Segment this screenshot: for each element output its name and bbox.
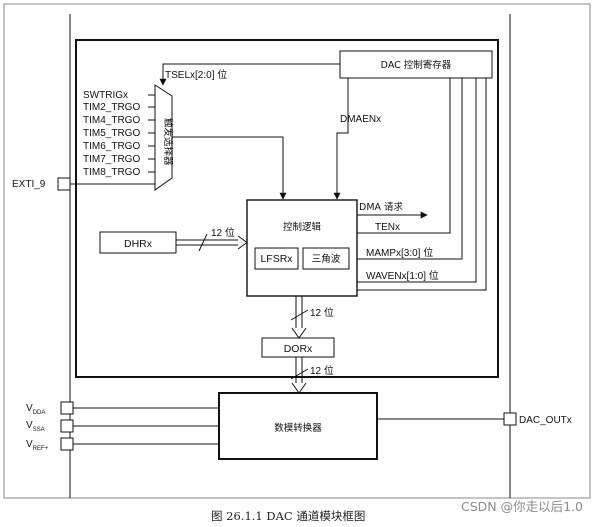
dmaen-label: DMAENx	[340, 114, 381, 125]
tsel-arrow	[159, 63, 340, 86]
dhr-bus-slash	[198, 233, 208, 252]
trigger-inputs: SWTRIGx TIM2_TRGO TIM4_TRGO TIM5_TRGO TI…	[83, 90, 155, 178]
lfsr-box	[254, 247, 299, 270]
dhr-label: DHRx	[124, 238, 153, 250]
triangle-box	[302, 247, 350, 270]
trigger-tim6: TIM6_TRGO	[83, 141, 140, 152]
vssa-pin	[60, 419, 74, 433]
lfsr-label: LFSRx	[260, 253, 293, 265]
dhr-bits-label: 12 位	[211, 226, 235, 239]
mamp-line	[357, 78, 463, 260]
supply-pins: VDDA VSSA VREF+	[26, 401, 219, 452]
mid-bus-slash	[290, 309, 309, 321]
tsel-label: TSELx[2:0] 位	[165, 68, 227, 81]
trigger-tim4: TIM4_TRGO	[83, 115, 140, 126]
dhr-bus-arrowhead	[237, 235, 248, 250]
waven-label: WAVENx[1:0] 位	[366, 269, 439, 282]
dac-out-pin	[503, 412, 517, 426]
dma-request-label: DMA 请求	[359, 201, 404, 213]
dor-box	[261, 337, 335, 358]
waven-line-2	[357, 78, 487, 291]
dmaen-arrow	[333, 78, 349, 200]
converter-label: 数模转换器	[274, 422, 322, 434]
dor-label: DORx	[284, 343, 313, 355]
vssa-label: VSSA	[26, 420, 45, 433]
dac-out-label: DAC_OUTx	[519, 415, 572, 426]
dac-channel-block	[75, 39, 499, 378]
vdda-pin	[60, 401, 74, 415]
watermark: CSDN @你走以后1.0	[461, 499, 583, 514]
exti-label: EXTI_9	[12, 179, 46, 190]
mid-bus-arrowhead	[291, 327, 307, 339]
outer-frame	[3, 3, 591, 499]
dor-bus-arrowhead	[291, 382, 307, 394]
triangle-label: 三角波	[312, 253, 341, 265]
vdda-label: VDDA	[26, 403, 45, 416]
ten-line	[357, 78, 451, 234]
ten-label: TENx	[375, 222, 400, 233]
exti-pin	[57, 177, 71, 191]
trigger-tim2: TIM2_TRGO	[83, 102, 140, 113]
trigger-tim7: TIM7_TRGO	[83, 154, 140, 165]
dor-bits-label: 12 位	[310, 364, 334, 377]
trigger-tim5: TIM5_TRGO	[83, 128, 140, 139]
mux-label: 触发选择器	[162, 118, 174, 166]
trigger-output-arrow	[172, 136, 287, 200]
waven-line	[357, 78, 477, 283]
figure-caption: 图 26.1.1 DAC 通道模块框图	[211, 509, 365, 523]
mamp-label: MAMPx[3:0] 位	[366, 246, 433, 259]
trigger-tim8: TIM8_TRGO	[83, 167, 140, 178]
control-logic-label: 控制逻辑	[283, 221, 322, 233]
vref-label: VREF+	[26, 439, 49, 452]
dor-bus-slash	[290, 368, 309, 380]
mid-bits-label: 12 位	[310, 306, 334, 319]
dhr-box	[99, 231, 177, 254]
trigger-swtrig: SWTRIGx	[83, 90, 128, 101]
vref-pin	[60, 437, 74, 451]
trigger-selector-mux	[154, 84, 173, 191]
register-label: DAC 控制寄存器	[381, 59, 452, 71]
